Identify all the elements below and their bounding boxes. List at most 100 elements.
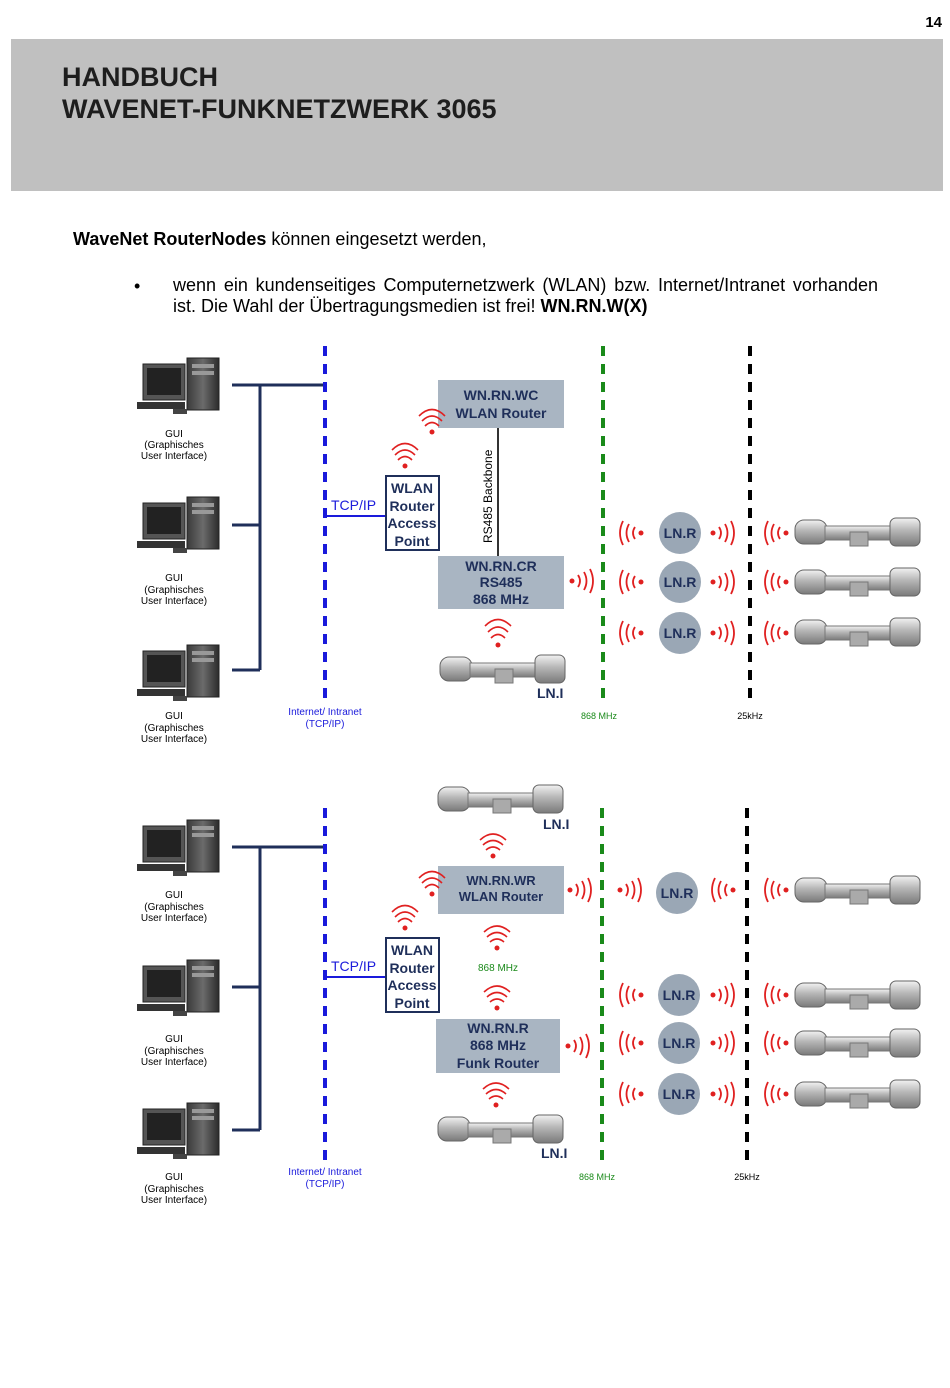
frequency-25khz-label: 25kHz (737, 711, 763, 721)
gui-label: (Graphisches (144, 585, 203, 596)
access-point-box (385, 937, 440, 1013)
frequency-25khz-label: 25kHz (734, 1172, 760, 1182)
ln-i-label: LN.I (541, 1145, 567, 1161)
gui-label: User Interface) (141, 1057, 207, 1068)
ln-r-node: LN.R (659, 512, 701, 554)
lock-cylinder-icon (794, 517, 921, 547)
signal-icon (391, 833, 511, 1108)
signal-arrows (565, 877, 789, 1107)
wn-rn-wc-box (438, 380, 564, 428)
wn-rn-r-label: 868 MHz (470, 1037, 526, 1053)
computer-icon (136, 1102, 220, 1160)
computer-icon (136, 644, 220, 702)
ln-r-node: LN.R (659, 612, 701, 654)
lock-cylinder-icon (794, 875, 921, 905)
wn-rn-wr-label: WN.RN.WR (466, 873, 536, 888)
wn-rn-r-label: Funk Router (457, 1055, 540, 1071)
tcpip-label: TCP/IP (331, 958, 376, 974)
gui-label: GUI (165, 890, 183, 901)
header-band (11, 39, 943, 191)
gui-label: User Interface) (141, 734, 207, 745)
intro-bold: WaveNet RouterNodes (73, 229, 267, 249)
page-number: 14 (925, 14, 942, 31)
wn-rn-wc-label: WN.RN.WC (464, 387, 539, 403)
frequency-868-label: 868 MHz (581, 711, 618, 721)
access-point-label: Point (395, 995, 430, 1011)
access-point-label: WLAN (391, 942, 433, 958)
ln-r-node: LN.R (658, 974, 700, 1016)
signal-arrows (569, 520, 789, 646)
gui-label: GUI (165, 711, 183, 722)
backbone-label: RS485 Backbone (481, 449, 495, 543)
lock-cylinder-icon (794, 1028, 921, 1058)
wn-rn-cr-box (438, 556, 564, 609)
ln-r-label: LN.R (661, 885, 694, 901)
bullet-text: wenn ein kundenseitiges Computernetzwerk… (173, 275, 878, 317)
ln-r-node: LN.R (658, 1073, 700, 1115)
ln-r-node: LN.R (658, 1022, 700, 1064)
computer-icon (136, 819, 220, 877)
gui-label: GUI (165, 573, 183, 584)
lock-cylinder-icon (794, 980, 921, 1010)
gui-label: User Interface) (141, 1195, 207, 1206)
gui-label: GUI (165, 429, 183, 440)
ln-r-label: LN.R (664, 625, 697, 641)
wn-rn-r-box (436, 1019, 560, 1073)
wn-rn-cr-label: RS485 (480, 574, 523, 590)
bullet-sentence: wenn ein kundenseitiges Computernetzwerk… (173, 275, 878, 316)
internet-label: Internet/ Intranet (288, 1167, 362, 1178)
ln-r-label: LN.R (664, 525, 697, 541)
gui-label: GUI (165, 1034, 183, 1045)
internet-label: Internet/ Intranet (288, 707, 362, 718)
gui-label: GUI (165, 1172, 183, 1183)
ln-r-label: LN.R (664, 574, 697, 590)
ln-r-label: LN.R (663, 1035, 696, 1051)
gui-label: (Graphisches (144, 723, 203, 734)
gui-label: (Graphisches (144, 440, 203, 451)
gui-label: User Interface) (141, 913, 207, 924)
wn-rn-wr-label: WLAN Router (459, 889, 544, 904)
internet-label: (TCP/IP) (306, 1179, 345, 1190)
gui-label: (Graphisches (144, 902, 203, 913)
internet-label: (TCP/IP) (306, 719, 345, 730)
computer-icon (136, 496, 220, 554)
wn-rn-wc-label: WLAN Router (456, 405, 548, 421)
computer-icon (136, 959, 220, 1017)
access-point-label: Access (387, 515, 436, 531)
access-point-label: Point (395, 533, 430, 549)
lock-cylinder-icon (794, 617, 921, 647)
frequency-868-label: 868 MHz (478, 963, 518, 974)
access-point-label: Router (389, 498, 435, 514)
bullet-code: WN.RN.W(X) (540, 296, 648, 316)
tcpip-label: TCP/IP (331, 497, 376, 513)
ln-r-node: LN.R (656, 872, 698, 914)
diagram-1: GUI (Graphisches User Interface) GUI (Gr… (136, 346, 921, 745)
ln-i-label: LN.I (537, 685, 563, 701)
lock-cylinder-icon (794, 567, 921, 597)
access-point-label: Router (389, 960, 435, 976)
access-point-label: WLAN (391, 480, 433, 496)
gui-label: (Graphisches (144, 1184, 203, 1195)
header-title-line2: WAVENET-FUNKNETZWERK 3065 (62, 94, 497, 124)
wn-rn-r-label: WN.RN.R (467, 1020, 528, 1036)
lock-cylinder-icon (439, 654, 566, 684)
frequency-868-label: 868 MHz (579, 1172, 616, 1182)
access-point-box (385, 475, 440, 551)
intro-rest: können eingesetzt werden, (266, 229, 487, 249)
lock-cylinder-icon (437, 784, 564, 814)
gui-label: User Interface) (141, 451, 207, 462)
ln-i-label: LN.I (543, 816, 569, 832)
header-title-line1: HANDBUCH (62, 62, 218, 92)
wn-rn-cr-label: 868 MHz (473, 591, 529, 607)
lock-cylinder-icon (794, 1079, 921, 1109)
ln-r-node: LN.R (659, 561, 701, 603)
intro-sentence: WaveNet RouterNodes können eingesetzt we… (73, 229, 487, 250)
access-point-label: Access (387, 977, 436, 993)
ln-r-label: LN.R (663, 1086, 696, 1102)
wn-rn-cr-label: WN.RN.CR (465, 558, 537, 574)
bullet-marker: • (134, 276, 141, 296)
ln-r-label: LN.R (663, 987, 696, 1003)
gui-label: User Interface) (141, 596, 207, 607)
gui-label: (Graphisches (144, 1046, 203, 1057)
